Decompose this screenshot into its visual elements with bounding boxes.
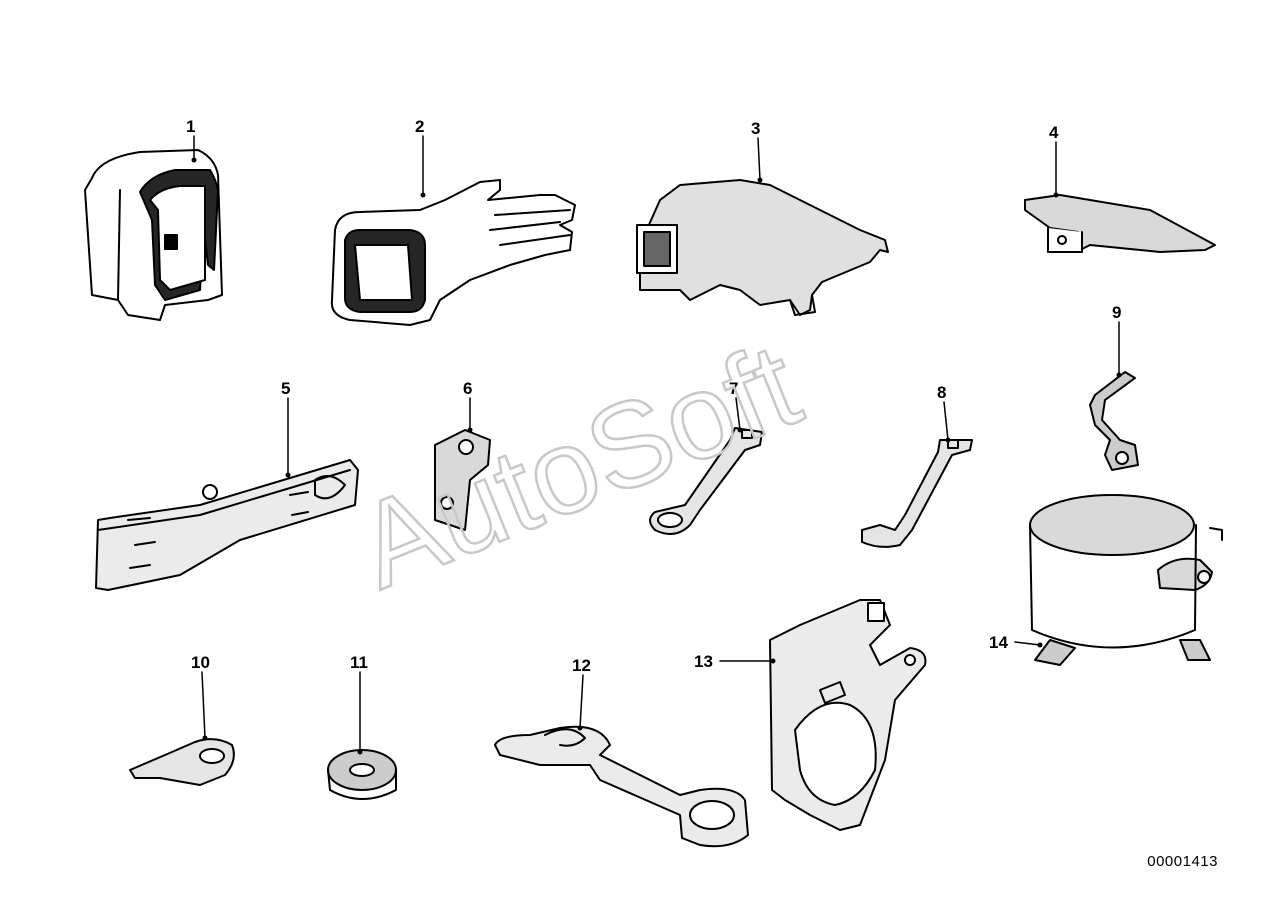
callout-9: 9 — [1112, 303, 1121, 322]
part-1-cover — [84, 149, 223, 321]
part-4-bracket — [1024, 194, 1216, 253]
callout-6: 6 — [463, 379, 472, 398]
callout-11: 11 — [350, 653, 368, 672]
callout-8: 8 — [937, 383, 946, 402]
part-5-strip — [95, 459, 359, 591]
part-12-hook-strap — [494, 725, 749, 848]
callout-7: 7 — [729, 379, 738, 398]
reference-number: 00001413 — [1147, 853, 1218, 870]
callout-3: 3 — [751, 119, 760, 138]
part-9-clip — [1089, 371, 1139, 471]
callout-5: 5 — [281, 379, 290, 398]
callout-12: 12 — [572, 656, 591, 675]
part-7-strap — [649, 427, 763, 535]
part-8-forked-strap — [861, 439, 973, 548]
callout-2: 2 — [415, 117, 424, 136]
leader-dots — [191, 157, 1122, 755]
part-10-tab-washer — [129, 738, 235, 786]
part-3-housing — [636, 179, 889, 316]
leader-lines — [193, 135, 1120, 753]
part-14-canister — [1029, 494, 1223, 666]
part-11-grommet — [327, 749, 397, 800]
callout-10: 10 — [191, 653, 210, 672]
callout-14: 14 — [989, 633, 1008, 652]
callout-labels: 1 2 3 4 5 6 7 8 9 10 11 12 13 14 — [186, 117, 1121, 675]
callout-1: 1 — [186, 117, 195, 136]
part-13-mount-bracket — [769, 599, 927, 831]
callout-4: 4 — [1049, 123, 1059, 142]
callout-13: 13 — [694, 652, 713, 671]
part-2-connector — [330, 179, 576, 326]
part-6-angle-bracket — [434, 429, 491, 531]
